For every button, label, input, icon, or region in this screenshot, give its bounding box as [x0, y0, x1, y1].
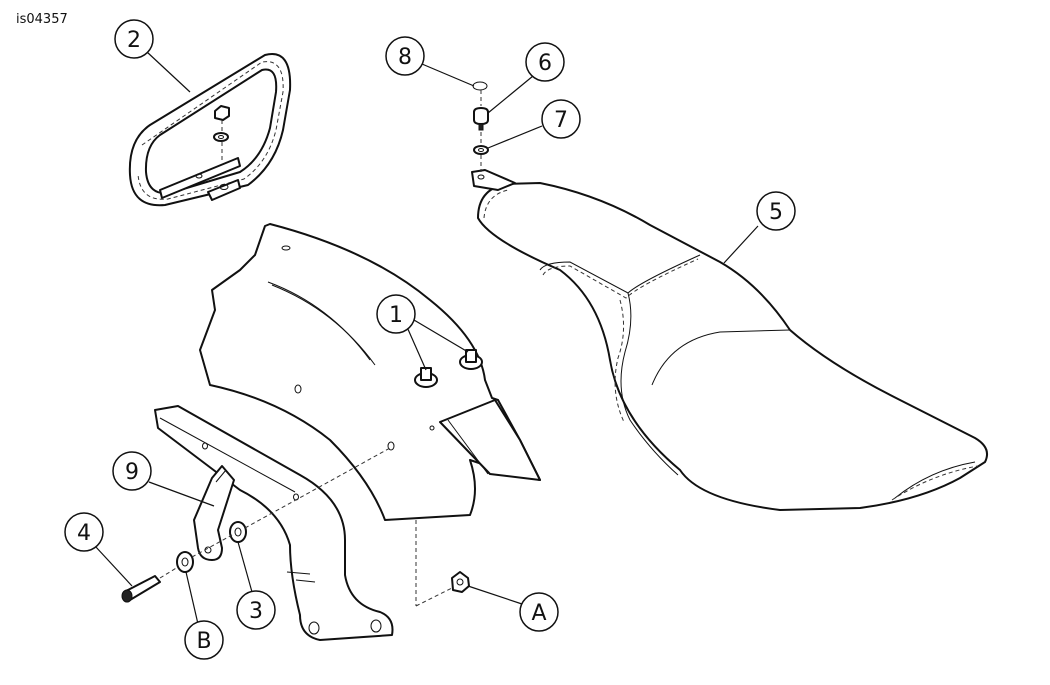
- rear-fender-part: [199, 223, 541, 607]
- washer-icon: [213, 132, 229, 142]
- svg-text:4: 4: [77, 521, 91, 546]
- washer-icon: [229, 521, 247, 543]
- seat-fastener-stack: [472, 81, 489, 172]
- figure-id: is04357: [16, 12, 68, 27]
- svg-text:B: B: [196, 629, 211, 654]
- nut-icon: [214, 105, 230, 121]
- seat-part: [471, 169, 988, 511]
- callout-7: 7: [541, 99, 581, 139]
- svg-text:7: 7: [554, 108, 568, 133]
- callout-4: 4: [64, 512, 104, 552]
- stud-icon: [465, 349, 477, 363]
- callout-6: 6: [525, 42, 565, 82]
- callout-b: B: [184, 620, 224, 660]
- callout-8: 8: [385, 36, 425, 76]
- svg-text:3: 3: [249, 599, 263, 624]
- callout-5: 5: [756, 191, 796, 231]
- svg-text:8: 8: [398, 45, 412, 70]
- o-ring-icon: [472, 81, 488, 91]
- leader-lines: [94, 51, 759, 625]
- callout-3: 3: [236, 590, 276, 630]
- rack-loop-part: [128, 53, 292, 207]
- fender-support-part: [154, 405, 394, 641]
- nut-icon: [451, 571, 470, 593]
- svg-text:9: 9: [125, 460, 139, 485]
- svg-text:A: A: [531, 601, 546, 626]
- strap-clip-part: [193, 465, 235, 561]
- washer-icon: [176, 551, 194, 573]
- svg-text:1: 1: [389, 303, 403, 328]
- callout-2: 2: [114, 19, 154, 59]
- svg-text:5: 5: [769, 200, 783, 225]
- callout-1: 1: [376, 294, 416, 334]
- svg-text:6: 6: [538, 51, 552, 76]
- washer-icon: [473, 145, 489, 155]
- callout-a: A: [519, 592, 559, 632]
- fasteners: [121, 447, 470, 603]
- knob-icon: [473, 107, 489, 125]
- stud-icon: [420, 367, 432, 381]
- callout-9: 9: [112, 451, 152, 491]
- svg-text:2: 2: [127, 28, 141, 53]
